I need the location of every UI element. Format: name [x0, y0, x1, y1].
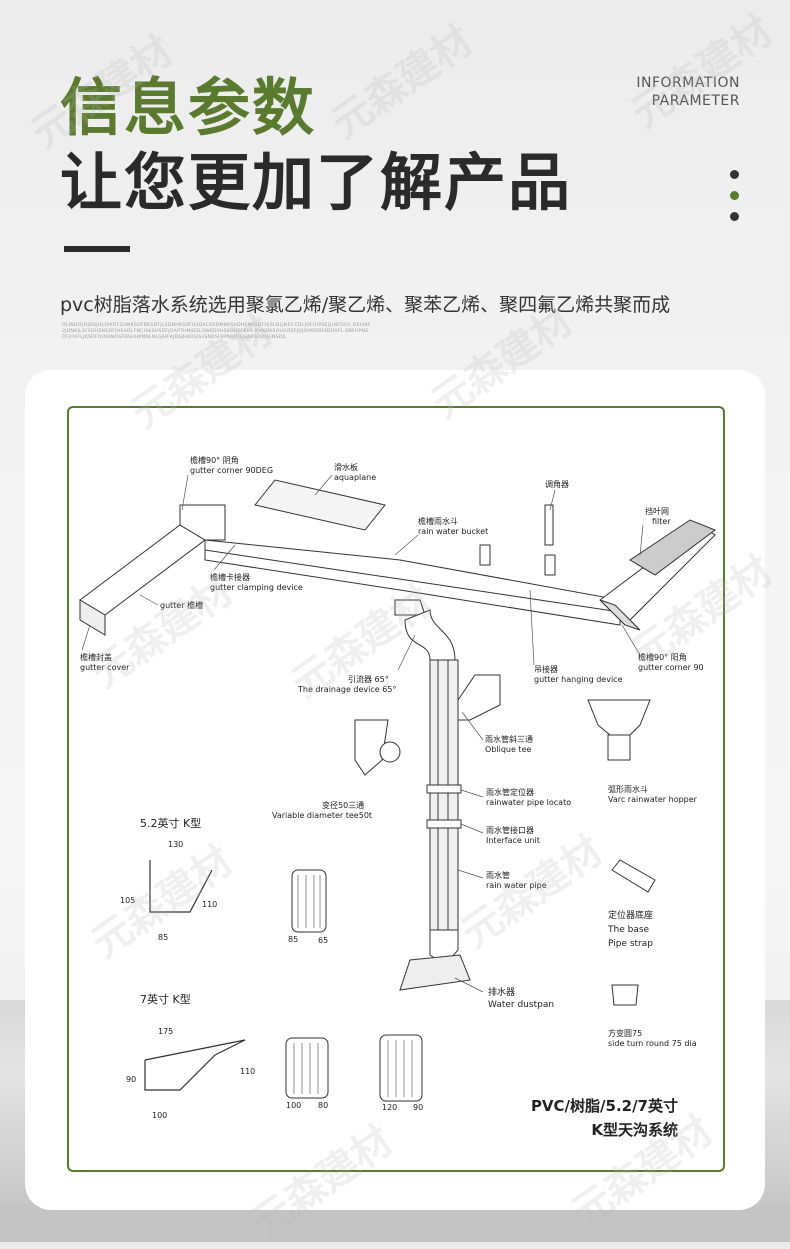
aquaplane	[254, 479, 386, 531]
pipe-strap	[611, 859, 656, 893]
label-hopper-cn: 弧形雨水斗	[608, 784, 648, 794]
variable-tee	[354, 719, 389, 776]
footer-line-1: PVC/树脂/5.2/7英寸	[531, 1097, 678, 1115]
label-locato-cn: 雨水管定位器	[486, 787, 534, 797]
rain-water-bucket	[394, 599, 426, 616]
label-locato-en: rainwater pipe locato	[486, 798, 571, 807]
spec7-pipe2-w: 120	[382, 1103, 397, 1112]
label-oblique-cn: 雨水管斜三通	[485, 734, 533, 744]
spec52-top: 130	[168, 840, 183, 849]
spec7-top: 175	[158, 1027, 173, 1036]
label-corner-90deg-en: gutter corner 90DEG	[190, 466, 273, 475]
pipe-100x80	[285, 1037, 329, 1099]
spec7-left: 90	[126, 1075, 136, 1084]
hanger-part-2	[544, 554, 556, 576]
side-turn-round	[611, 984, 639, 1006]
label-pipe-cn: 雨水管	[486, 870, 510, 880]
label-round-cn: 方变圆75	[608, 1028, 642, 1038]
label-base-cn: 定位器底座	[608, 909, 653, 921]
footer-line-2: K型天沟系统	[591, 1121, 678, 1139]
pipe-85x65	[291, 869, 327, 933]
pipe-locator	[426, 784, 462, 794]
label-variable-en: Variable diameter tee50t	[272, 811, 372, 820]
spec52-right: 110	[202, 900, 217, 909]
bottom-bar	[0, 1205, 790, 1242]
label-clamping-cn: 檐槽卡接器	[210, 572, 250, 582]
label-adjuster-cn: 调角器	[545, 479, 569, 489]
rain-water-pipe	[429, 659, 459, 931]
label-interface-en: Interface unit	[486, 836, 540, 845]
label-corner90-cn: 檐槽90° 阳角	[638, 652, 687, 662]
dot-middle	[730, 191, 739, 200]
rainwater-hopper	[587, 699, 651, 736]
vertical-dots	[730, 170, 742, 233]
label-base-en2: Pipe strap	[608, 939, 653, 949]
label-filter-en: filter	[652, 517, 671, 526]
label-cover-en: gutter cover	[80, 663, 130, 672]
material-description: pvc树脂落水系统选用聚氯乙烯/聚乙烯、聚苯乙烯、聚四氟乙烯共聚而成	[60, 294, 671, 316]
spec7-pipe1-w: 100	[286, 1101, 301, 1110]
spec52-title: 5.2英寸 K型	[140, 816, 201, 830]
spec7-bottom: 100	[152, 1111, 167, 1120]
label-bucket-cn: 檐槽雨水斗	[418, 516, 458, 526]
gutter-corner-90deg	[179, 504, 226, 541]
spec7-pipe2-d: 90	[413, 1103, 423, 1112]
label-bucket-en: rain water bucket	[418, 527, 488, 536]
gutter-corner-90	[599, 599, 641, 631]
label-hanging-cn: 吊接器	[534, 664, 558, 674]
spec52-bottom: 85	[158, 933, 168, 942]
label-gutter: gutter 檐槽	[160, 600, 203, 610]
label-aquaplane-en: aquaplane	[334, 473, 376, 482]
drainage-device	[404, 609, 456, 661]
page-title: 信息参数	[60, 71, 317, 144]
filter	[629, 519, 717, 576]
adjuster-part	[544, 504, 554, 546]
water-dustpan	[399, 954, 471, 991]
label-aquaplane-cn: 滑水板	[334, 462, 358, 472]
pipe-120x90	[379, 1034, 423, 1102]
label-oblique-en: Oblique tee	[485, 745, 531, 754]
label-hanging-en: gutter hanging device	[534, 675, 623, 684]
label-base-en1: The base	[607, 925, 650, 935]
label-round-en: side turn round 75 dia	[608, 1039, 697, 1048]
dot-bottom	[730, 212, 739, 221]
spec52-pipe-d: 65	[318, 936, 328, 945]
label-cover-cn: 檐槽封盖	[80, 652, 112, 662]
label-dustpan-cn: 排水器	[488, 986, 515, 998]
spec52-left: 105	[120, 896, 135, 905]
spec7-pipe1-d: 80	[318, 1101, 328, 1110]
gutter-main-run	[204, 539, 621, 626]
hopper-outlet	[607, 734, 631, 761]
label-filter-cn: 挡叶网	[645, 506, 669, 516]
k-profile-7	[144, 1039, 246, 1091]
fine-print: OLINDIFJOJDSJHLOIKDFGHNKSDFBKSDFJLSDNHKS…	[62, 323, 371, 340]
info-parameter-label: INFORMATION PARAMETER	[636, 74, 740, 110]
page-subtitle-heading: 让您更加了解产品	[60, 146, 573, 219]
label-interface-cn: 雨水管接口器	[486, 825, 534, 835]
oblique-tee	[457, 674, 501, 721]
variable-tee-outlet	[379, 741, 401, 763]
label-pipe-en: rain water pipe	[486, 881, 547, 890]
label-clamping-en: gutter clamping device	[210, 583, 303, 592]
title-underline	[64, 246, 130, 252]
info-line-2: PARAMETER	[651, 93, 740, 109]
diagram-frame	[67, 406, 725, 1172]
k-profile-52	[149, 860, 213, 913]
label-variable-cn: 变径50三通	[322, 800, 364, 810]
label-corner90-en: gutter corner 90	[638, 663, 704, 672]
spec52-pipe-w: 85	[288, 935, 298, 944]
info-line-1: INFORMATION	[636, 75, 740, 91]
interface-unit	[426, 819, 462, 829]
label-dustpan-en: Water dustpan	[488, 1000, 554, 1010]
dot-top	[730, 170, 739, 179]
label-drainage-cn: 引流器 65°	[348, 674, 389, 684]
spec7-title: 7英寸 K型	[140, 992, 191, 1006]
hanger-part-1	[479, 544, 491, 566]
spec7-right: 110	[240, 1067, 255, 1076]
label-drainage-en: The drainage device 65°	[297, 685, 396, 694]
label-hopper-en: Varc rainwater hopper	[608, 795, 698, 804]
gutter-cover	[79, 599, 106, 636]
label-corner-90deg-cn: 檐槽90° 阴角	[190, 455, 239, 465]
